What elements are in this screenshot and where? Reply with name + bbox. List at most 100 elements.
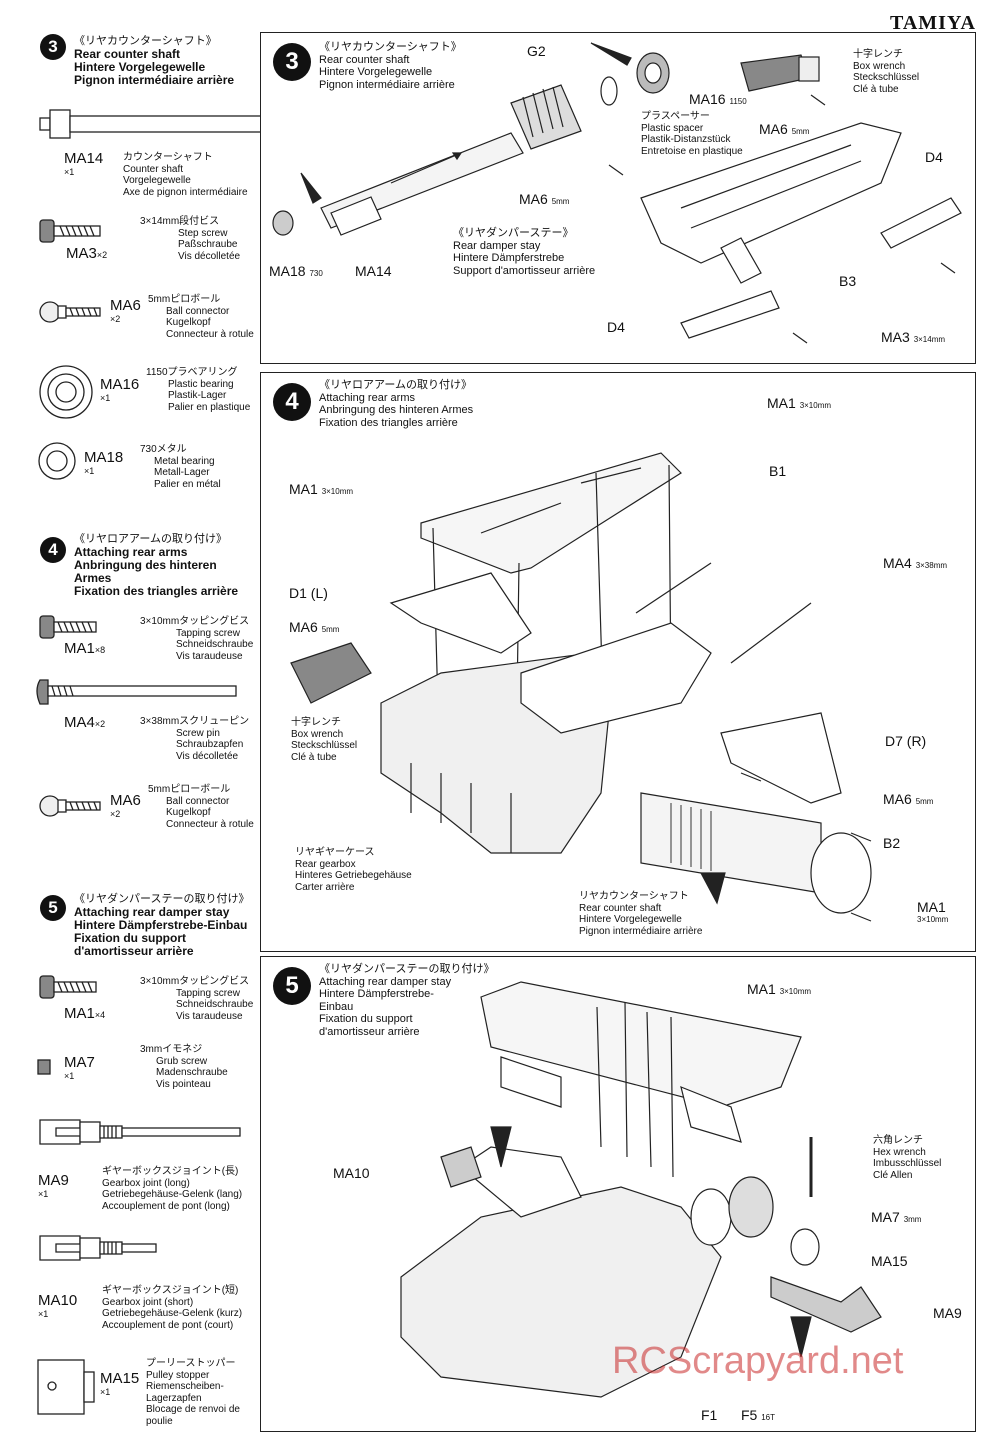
- part-MA6-b: MA6 ×2: [110, 792, 141, 819]
- part-code: MA3: [66, 245, 97, 262]
- part-MA6-a: MA6 ×2: [110, 297, 141, 324]
- label-d7: D7 (R): [885, 733, 927, 749]
- gearbox-jp: リヤギヤーケース: [295, 847, 375, 858]
- part-jp: ギヤーボックスジョイント(長): [102, 1166, 239, 1177]
- part-de: Metall-Lager: [154, 467, 210, 478]
- shaft-fr: Pignon intermédiaire arrière: [579, 925, 703, 937]
- ma18-num: 730: [309, 269, 323, 278]
- part-en: Tapping screw: [176, 627, 240, 639]
- panel-5-jp: 《リヤダンパーステーの取り付け》: [319, 963, 495, 975]
- part-fr: Lagerzapfen: [146, 1392, 202, 1404]
- label-gearbox: リヤギヤーケース Rear gearbox Hinteres Getriebeg…: [295, 847, 412, 893]
- part-jp: 3×38mmスクリューピン: [140, 716, 250, 727]
- part-en: Plastic bearing: [168, 378, 234, 390]
- hex-en: Hex wrench: [873, 1146, 926, 1158]
- panel-3-fr: Pignon intermédiaire arrière: [319, 78, 455, 91]
- part-qty: ×1: [100, 393, 111, 403]
- part-de: Schneidschraube: [176, 639, 254, 650]
- part-en: Screw pin: [176, 727, 220, 739]
- step-4-de: Anbringung des hinteren: [74, 558, 217, 572]
- f5-teeth: 16T: [761, 1413, 776, 1422]
- ma6b-code: MA6: [519, 191, 548, 207]
- part-jp: 1150プラベアリング: [146, 367, 238, 378]
- part-jp: 3×10mmタッピングビス: [140, 616, 250, 627]
- part-jp: 3mmイモネジ: [140, 1044, 203, 1055]
- label-d1: D1 (L): [289, 585, 328, 601]
- part-jp: 5mmピロボール: [148, 294, 221, 305]
- ma6b-size: 5mm: [551, 197, 570, 206]
- spacer-fr: Entretoise en plastique: [641, 145, 743, 157]
- part-qty: ×2: [96, 250, 108, 260]
- ma1b-size: 3×10mm: [321, 487, 354, 496]
- shaft-de: Hintere Vorgelegewelle: [579, 914, 682, 925]
- panel-5-de: Hintere Dämpferstrebe-: [319, 988, 434, 1000]
- label-ma6-b: MA6 5mm: [883, 791, 933, 807]
- part-fr: Accouplement de pont (court): [102, 1319, 234, 1331]
- label-ma6-b: MA6 5mm: [519, 191, 569, 207]
- part-en: Metal bearing: [154, 455, 215, 467]
- part-code: MA9: [38, 1172, 69, 1189]
- ma6a-size: 5mm: [321, 625, 340, 634]
- panel-4-title: 《リヤロアアームの取り付け》 Attaching rear arms Anbri…: [319, 379, 473, 429]
- part-MA15-desc: プーリーストッパー Pulley stopper Riemenscheiben-…: [146, 1358, 240, 1427]
- step-5-title: 《リヤダンパーステーの取り付け》 Attaching rear damper s…: [74, 890, 249, 958]
- f5-code: F5: [741, 1407, 758, 1423]
- panel-5-fr: Fixation du support: [319, 1013, 413, 1025]
- step-3-panel: 3 《リヤカウンターシャフト》 Rear counter shaft Hinte…: [260, 32, 976, 364]
- part-fr: Connecteur à rotule: [166, 328, 254, 340]
- part-en: Counter shaft: [123, 163, 184, 175]
- ma4-size: 3×38mm: [915, 561, 948, 570]
- panel-3-de: Hintere Vorgelegewelle: [319, 66, 433, 78]
- part-jp: 3×10mmタッピングビス: [140, 976, 250, 987]
- step-3-de: Hintere Vorgelegewelle: [74, 60, 206, 74]
- ma6a-code: MA6: [289, 619, 318, 635]
- wrench-en: Box wrench: [853, 60, 906, 72]
- panel-5-en: Attaching rear damper stay: [319, 975, 452, 988]
- brand-logo: TAMIYA: [889, 12, 976, 34]
- ma1b-code: MA1: [289, 481, 318, 497]
- part-qty: ×1: [84, 466, 95, 476]
- part-qty: ×2: [110, 314, 121, 324]
- wrench-jp: 十字レンチ: [853, 49, 903, 60]
- step-5-panel: 5 《リヤダンパーステーの取り付け》 Attaching rear damper…: [260, 956, 976, 1432]
- ma3-size: 3×14mm: [913, 335, 946, 344]
- label-ma3: MA3 3×14mm: [881, 329, 945, 345]
- part-qty: ×4: [94, 1010, 106, 1020]
- part-code: MA18: [84, 449, 124, 466]
- part-MA7-desc: 3mmイモネジ Grub screw Madenschraube Vis poi…: [140, 1044, 228, 1090]
- label-ma16: MA16 1150: [689, 91, 747, 107]
- wrench-fr: Clé à tube: [291, 751, 337, 763]
- part-MA1-a: MA1×8: [64, 640, 105, 658]
- part-de: Plastik-Lager: [168, 390, 227, 401]
- wrench-en: Box wrench: [291, 728, 344, 740]
- label-ma14: MA14: [355, 263, 392, 279]
- ma1c-size: 3×10mm: [917, 915, 949, 924]
- part-de: Kugelkopf: [166, 807, 211, 818]
- ma3-code: MA3: [881, 329, 910, 345]
- label-ma15: MA15: [871, 1253, 908, 1269]
- label-ma16-num: 1150: [729, 97, 747, 106]
- label-ma1: MA1 3×10mm: [747, 981, 811, 997]
- part-en: Ball connector: [166, 795, 230, 807]
- part-MA4-desc: 3×38mmスクリューピン Screw pin Schraubzapfen Vi…: [140, 716, 249, 762]
- step-3-fr: Pignon intermédiaire arrière: [74, 73, 235, 87]
- label-ma6-a: MA6 5mm: [289, 619, 339, 635]
- part-fr: Blocage de renvoi de: [146, 1404, 240, 1415]
- part-code: MA4: [64, 714, 95, 731]
- panel-3-en: Rear counter shaft: [319, 53, 410, 66]
- part-de: Paßschraube: [178, 239, 238, 250]
- spacer-jp: プラスペーサー: [641, 111, 710, 122]
- part-de: Kugelkopf: [166, 317, 211, 328]
- label-wrench: 十字レンチ Box wrench Steckschlüssel Clé à tu…: [853, 49, 919, 95]
- part-jp: カウンターシャフト: [123, 152, 213, 163]
- hex-de: Imbusschlüssel: [873, 1158, 942, 1169]
- panel-4-fr: Fixation des triangles arrière: [319, 416, 458, 429]
- part-code: MA10: [38, 1292, 78, 1309]
- label-wrench-4: 十字レンチ Box wrench Steckschlüssel Clé à tu…: [291, 717, 357, 763]
- step-4-diagram: [290, 452, 872, 922]
- panel-5-badge: 5: [273, 967, 311, 1005]
- part-fr: Palier en métal: [154, 478, 221, 490]
- label-stay: 《リヤダンパーステー》 Rear damper stay Hintere Däm…: [453, 227, 595, 277]
